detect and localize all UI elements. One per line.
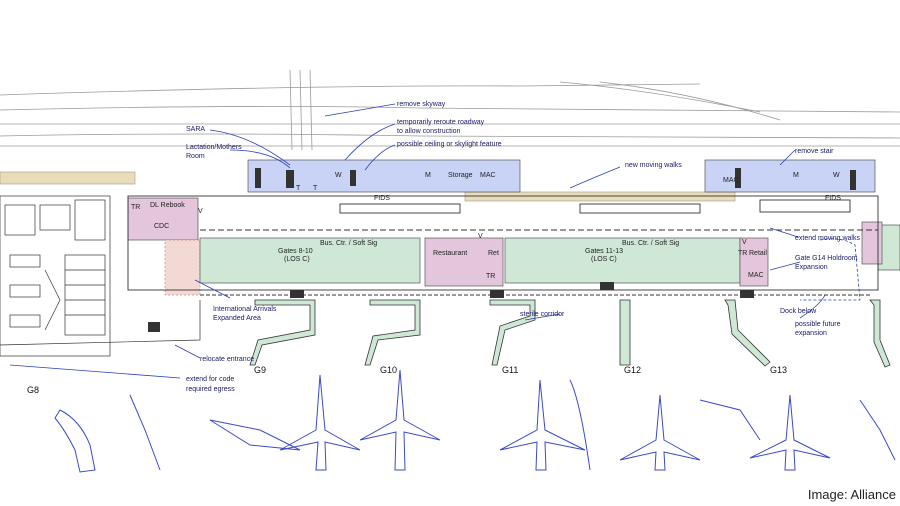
room-mac3: MAC xyxy=(748,272,764,279)
room-cdc: CDC xyxy=(154,223,169,230)
annotation-allow-construction: to allow construction xyxy=(397,128,461,135)
aircraft xyxy=(54,369,896,473)
dashed-boundary xyxy=(800,238,861,301)
annotation-reroute-roadway: temporarily reroute roadway xyxy=(397,119,485,126)
room-restaurant: Restaurant xyxy=(433,250,467,257)
annotation-extend-for-code: extend for code xyxy=(186,376,234,383)
annotation-international-arrivals: International Arrivals xyxy=(213,306,277,313)
annotation-dock-below: Dock below xyxy=(780,308,817,315)
room-m2: M xyxy=(793,172,799,179)
room-fids1: FIDS xyxy=(374,195,390,202)
room-v1: V xyxy=(198,208,203,215)
room-gates-8-10: Gates 8-10 xyxy=(278,248,313,255)
annotation-remove-stair: remove stair xyxy=(795,148,834,155)
gate-g12: G12 xyxy=(624,365,641,375)
annotation-expanded-area: Expanded Area xyxy=(213,315,261,322)
annotation-sterile-corridor: sterile corridor xyxy=(520,311,565,318)
room-tr1: TR xyxy=(131,204,140,211)
room-v3: V xyxy=(742,239,747,246)
room-w2: W xyxy=(833,172,840,179)
room-ret: Ret xyxy=(488,250,499,257)
jet-bridges xyxy=(249,299,891,368)
tan-band-right xyxy=(464,191,736,202)
annotation-relocate-entrance: relocate entrance xyxy=(200,356,254,363)
annotation-g14-expansion: Expansion xyxy=(795,264,828,271)
tan-band-left xyxy=(0,171,136,185)
annotation-skylight: possible ceiling or skylight feature xyxy=(397,141,502,148)
annotation-extend-moving-walks: extend moving walks xyxy=(795,235,860,242)
gate-g11: G11 xyxy=(502,365,518,375)
annotation-lactation-room-2: Room xyxy=(186,153,205,160)
restaurant-zone xyxy=(424,237,504,287)
annotation-sara: SARA xyxy=(186,126,205,133)
room-storage: Storage xyxy=(448,172,473,179)
retail-zone xyxy=(739,237,769,287)
room-gates-11-13: Gates 11-13 xyxy=(585,248,623,255)
room-v2: V xyxy=(478,233,483,240)
blue-zone-right xyxy=(704,159,876,193)
gate-g14-zone xyxy=(861,221,883,265)
roadway-lines xyxy=(0,69,900,151)
green-zone-2 xyxy=(504,237,741,284)
concourse-walls xyxy=(127,195,879,296)
room-los-c2: (LOS C) xyxy=(591,256,617,263)
room-mac2: MAC xyxy=(723,177,739,184)
room-bus-ctr1: Bus. Ctr. / Soft Sig xyxy=(320,240,377,247)
gate-g8: G8 xyxy=(27,385,39,395)
structural-walls xyxy=(148,168,856,332)
room-m1: M xyxy=(425,172,431,179)
annotation-remove-skyway: remove skyway xyxy=(397,101,446,108)
annotation-lactation-room: Lactation/Mothers xyxy=(186,144,242,151)
annotation-required-egress: required egress xyxy=(186,386,235,393)
room-retail: Retail xyxy=(749,250,767,257)
room-dl-rebook: DL Rebook xyxy=(150,202,185,209)
gate-g13: G13 xyxy=(770,365,787,375)
room-w1: W xyxy=(335,172,342,179)
room-tr3: TR xyxy=(738,250,747,257)
pink-hatch xyxy=(164,239,201,296)
pink-zone-left xyxy=(127,197,199,241)
gate-g10: G10 xyxy=(380,365,397,375)
annotation-g14-holdroom: Gate G14 Holdroom xyxy=(795,255,858,262)
image-credit: Image: Alliance xyxy=(807,487,896,502)
room-mac1: MAC xyxy=(480,172,496,179)
room-los-c1: (LOS C) xyxy=(284,256,310,263)
room-t1: T xyxy=(296,185,301,192)
room-bus-ctr2: Bus. Ctr. / Soft Sig xyxy=(622,240,679,247)
green-zone-1 xyxy=(199,237,421,284)
gate-g9: G9 xyxy=(254,365,266,375)
leader-lines xyxy=(9,103,826,379)
left-building xyxy=(0,195,201,357)
room-t2: T xyxy=(313,185,318,192)
annotation-future: possible future xyxy=(795,321,841,328)
room-fids2: FIDS xyxy=(825,195,841,202)
annotation-future-expansion: expansion xyxy=(795,330,827,337)
room-tr2: TR xyxy=(486,273,495,280)
annotation-new-moving-walks: new moving walks xyxy=(625,162,682,169)
